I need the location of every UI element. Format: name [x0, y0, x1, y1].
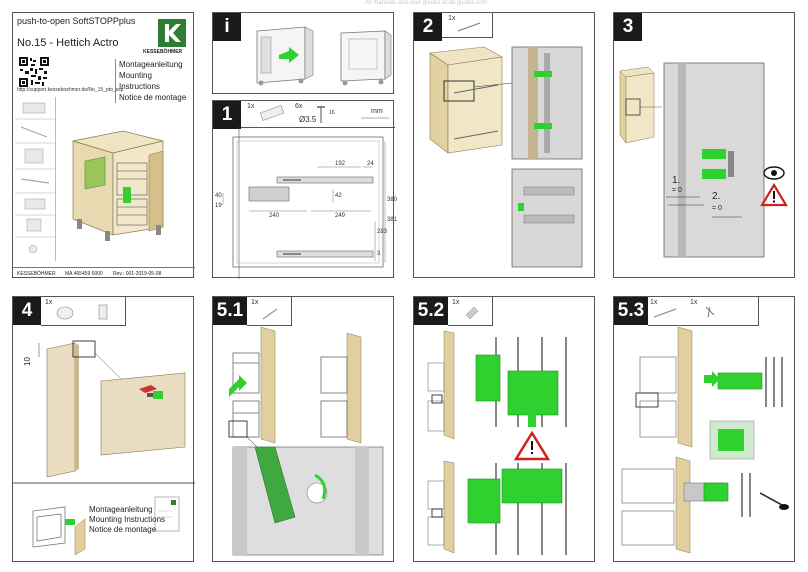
dim-192: 192 — [335, 161, 346, 167]
step-number: 3 — [614, 13, 642, 41]
step-3-drawing — [619, 62, 788, 258]
step-5-3-parts — [648, 297, 759, 326]
product-line: push-to-open SoftSTOPPplus — [17, 16, 136, 26]
support-url[interactable]: http://support.kesseboehmer.de/No_15_pto… — [17, 87, 124, 93]
cover-footer: KESSEBÖHMER MA 465459 0000 Rev.: 001-201… — [13, 267, 195, 280]
step-5-2-parts — [448, 297, 493, 326]
warning-icon — [760, 182, 788, 207]
step-5-1-drawing — [228, 308, 384, 556]
step-5-1-parts — [247, 297, 292, 326]
dim-42: 42 — [335, 193, 342, 199]
brand-name: KESSEBÖHMER — [143, 49, 183, 55]
step-5-3-drawing — [621, 306, 789, 554]
dim-40: 40 — [215, 193, 222, 199]
footer-brand: KESSEBÖHMER — [17, 271, 56, 277]
step-5-2-drawing — [427, 306, 567, 555]
qty-label: 6x — [295, 103, 303, 110]
dim-24: 24 — [367, 161, 374, 167]
marker-2: 2. — [712, 191, 721, 202]
dim-381: 381 — [387, 217, 398, 223]
step-2-drawing — [429, 22, 583, 268]
step-number: 5.3 — [614, 297, 648, 325]
step-5-2-panel: 5.2 1x — [413, 296, 595, 562]
revision: Rev.: 001-2019-05-08 — [113, 271, 162, 277]
qty-label: 1x — [650, 299, 658, 306]
warning-icon — [513, 430, 551, 461]
step-number: 2 — [414, 13, 442, 41]
step-number: 5.1 — [213, 297, 247, 325]
marker-2-value: = 0 — [712, 205, 722, 212]
step-2-panel: 2 1x — [413, 12, 595, 278]
step-1-parts — [241, 101, 395, 128]
step-4-drawing — [13, 304, 195, 556]
watermark: All manuals and user guides at all-guide… — [365, 0, 488, 6]
step-1-panel: 1 1x 6x Ø3.5 16 mm 192 24 240 24 — [212, 100, 398, 279]
instruction-de: Montageanleitung — [119, 60, 183, 69]
doc-number: MA 465459 0000 — [65, 271, 103, 277]
step-4-instructions: Montageanleitung Mounting Instructions N… — [89, 505, 165, 535]
marker-1: 1. — [672, 175, 681, 186]
qr-code — [19, 57, 49, 87]
qty-label: 1x — [247, 103, 255, 110]
model-title: No.15 - Hettich Actro — [17, 37, 119, 49]
step-5-3-panel: 5.3 1x 1x — [613, 296, 795, 562]
parts-list — [15, 97, 56, 261]
step-2-parts — [442, 13, 493, 38]
qty-label: 1x — [690, 299, 698, 306]
step-number: 1 — [213, 101, 241, 129]
instruction-titles: Montageanleitung Mounting Instructions N… — [115, 59, 193, 103]
dim-19: 19 — [215, 203, 222, 209]
instruction-fr: Notice de montage — [119, 93, 187, 102]
cover-panel: push-to-open SoftSTOPPplus No.15 - Hetti… — [12, 12, 195, 280]
qty-label: 1x — [448, 15, 456, 22]
step-info-panel: i — [212, 12, 394, 94]
instruction-fr: Notice de montage — [89, 525, 157, 534]
qty-label: 1x — [452, 299, 460, 306]
screw-length: 16 — [329, 110, 335, 116]
instruction-de: Montageanleitung — [89, 505, 153, 514]
marker-1-value: = 0 — [672, 187, 682, 194]
step-1-drawing — [222, 105, 389, 279]
qty-label: 1x — [45, 299, 53, 306]
step-3-panel: 3 1. = 0 2. = 0 — [613, 12, 795, 278]
step-4-parts — [41, 297, 126, 326]
instruction-en: Mounting Instructions — [89, 515, 166, 524]
step-5-1-panel: 5.1 1x — [212, 296, 394, 562]
unit-label: mm — [371, 108, 383, 115]
instruction-en: Mounting Instructions — [119, 71, 160, 91]
step-number: 4 — [13, 297, 41, 325]
dim-240: 240 — [269, 213, 280, 219]
screwdriver-icon — [759, 492, 789, 510]
cover-cabinet-illustration — [72, 130, 164, 241]
step-number: i — [213, 13, 241, 41]
dim-380: 380 — [387, 197, 398, 203]
dim-249: 249 — [335, 213, 346, 219]
brand-logo — [158, 19, 186, 47]
dim-10: 10 — [22, 357, 32, 366]
logo-k-icon — [165, 24, 181, 42]
dim-3: 3 — [377, 251, 381, 257]
step-number: 5.2 — [414, 297, 448, 325]
bumper-part — [56, 304, 108, 320]
screw-diameter: Ø3.5 — [299, 115, 317, 124]
info-illustration — [256, 26, 392, 86]
step-4-panel: 4 1x 10 Montageanleitung Mou — [12, 296, 195, 562]
dim-283: 283 — [377, 229, 388, 235]
eye-icon — [763, 166, 785, 180]
qty-label: 1x — [251, 299, 259, 306]
